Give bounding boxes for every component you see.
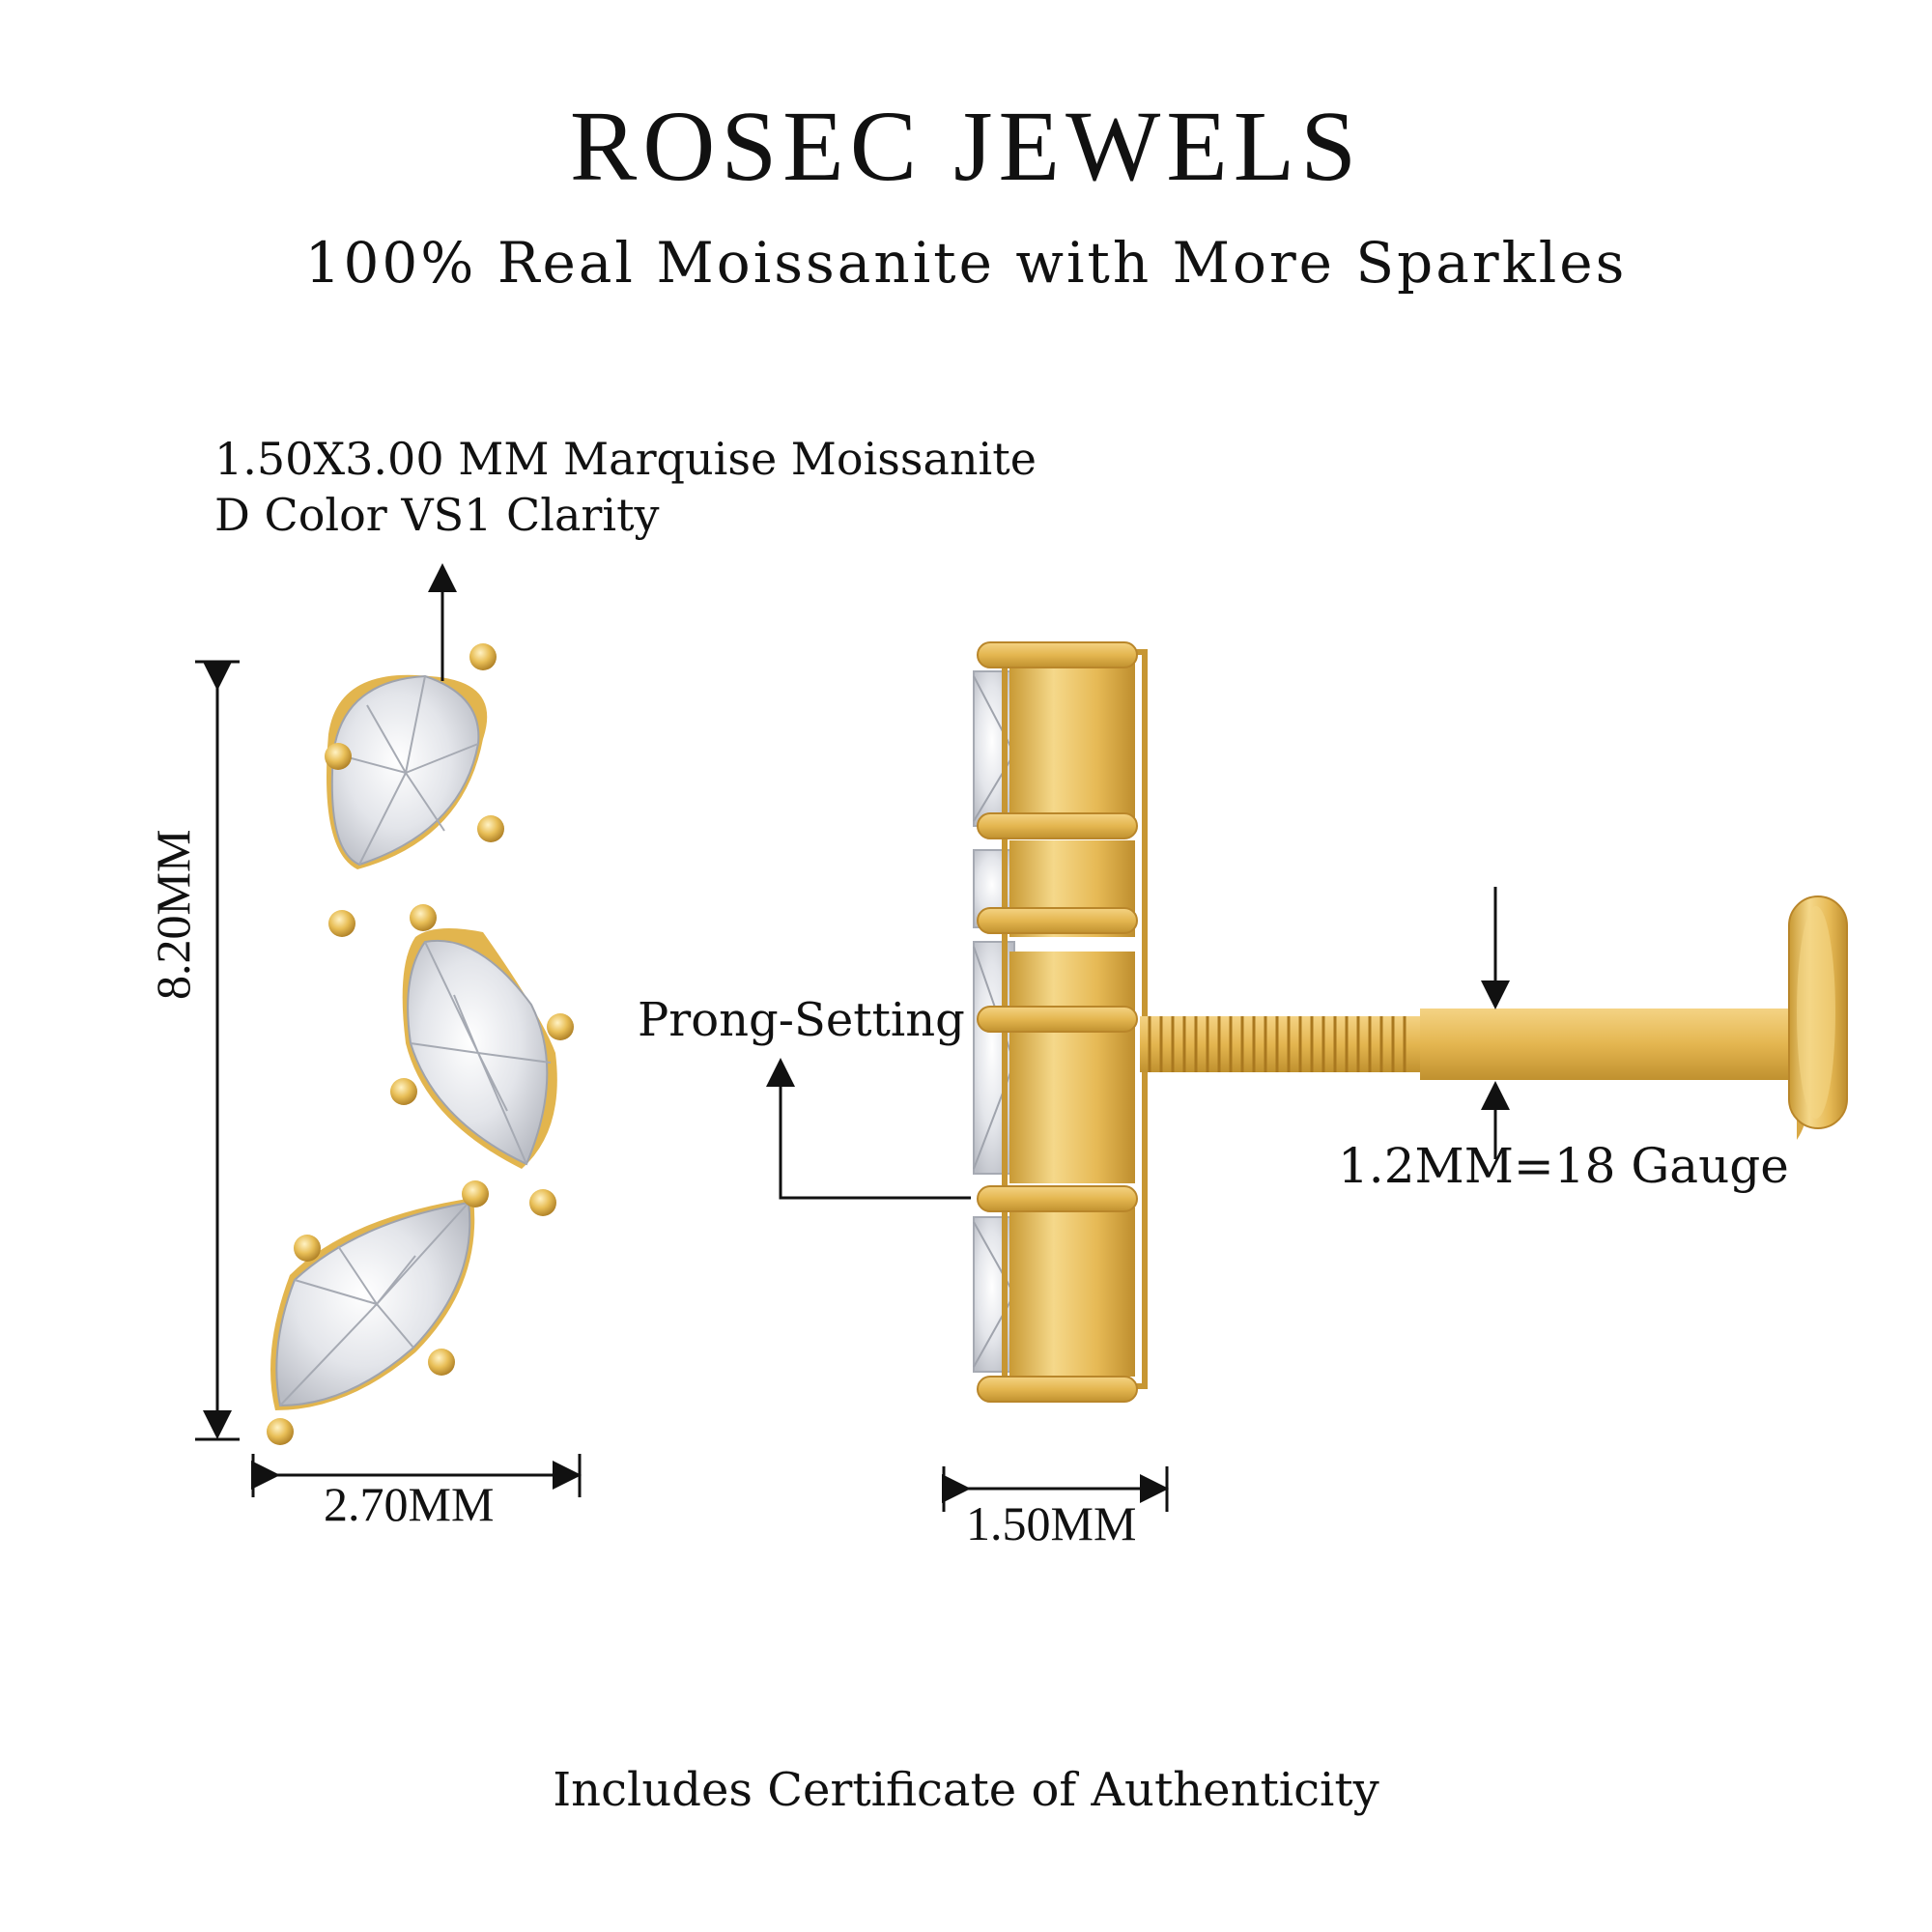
front-view xyxy=(267,643,574,1445)
labret-bar xyxy=(1420,895,1848,1140)
side-width-dimension-label: 1.50MM xyxy=(966,1496,1137,1550)
brand-title: ROSEC JEWELS xyxy=(569,91,1363,202)
tagline: 100% Real Moissanite with More Sparkles xyxy=(304,230,1628,296)
dimension-lines xyxy=(195,563,1510,1512)
side-view xyxy=(973,641,1848,1403)
marquise-stone-middle xyxy=(402,928,557,1169)
front-prongs xyxy=(267,643,574,1445)
height-dimension-label: 8.20MM xyxy=(146,829,200,1000)
marquise-stone-bottom xyxy=(270,1198,475,1410)
stone-quality-label: D Color VS1 Clarity xyxy=(214,489,660,541)
front-width-dimension-label: 2.70MM xyxy=(324,1477,495,1531)
marquise-stone-top xyxy=(327,674,488,869)
prong-setting-label: Prong-Setting xyxy=(638,993,965,1047)
threaded-post xyxy=(1140,1016,1420,1072)
gauge-label: 1.2MM=18 Gauge xyxy=(1338,1138,1789,1194)
stone-spec-label: 1.50X3.00 MM Marquise Moissanite xyxy=(214,433,1037,485)
certificate-note: Includes Certificate of Authenticity xyxy=(553,1763,1379,1817)
side-prong-bars xyxy=(977,641,1138,1403)
